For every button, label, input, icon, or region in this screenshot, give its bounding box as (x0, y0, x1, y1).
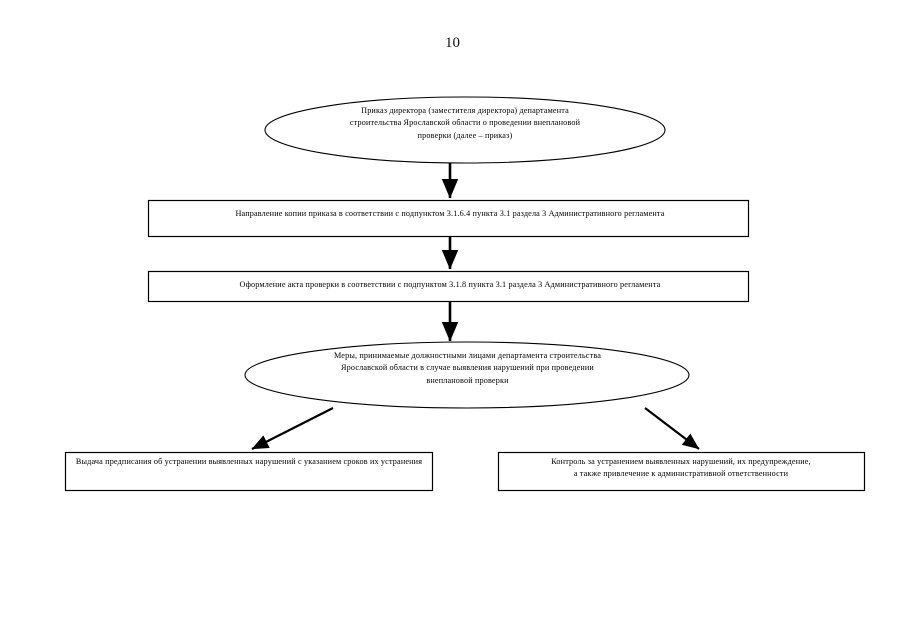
node-rect-oformlenie-akta (147, 270, 750, 303)
node-rect-vydacha-predpisaniya (64, 451, 434, 492)
node-label-kontrol: Контроль за устранением выявленных наруш… (551, 457, 811, 479)
edge-arrow-n4-n5 (251, 407, 334, 450)
node-label-vydacha-predpisaniya: Выдача предписания об устранении выявлен… (75, 457, 423, 466)
node-label-oformlenie-akta: Оформление акта проверки в соответствии … (239, 280, 661, 289)
node-label-napravlenie-kopii: Направление копии приказа в соответствии… (235, 209, 665, 218)
node-ellipse-prikaz (264, 96, 666, 164)
node-label-prikaz: Приказ директора (заместителя директора)… (349, 106, 581, 140)
node-ellipse-mery (244, 341, 690, 409)
node-rect-kontrol (497, 451, 866, 492)
node-label-mery: Меры, принимаемые должностными лицами де… (333, 351, 602, 385)
edge-arrow-n4-n6 (644, 407, 700, 450)
page-number: 10 (445, 35, 460, 51)
node-rect-napravlenie-kopii (147, 199, 750, 238)
